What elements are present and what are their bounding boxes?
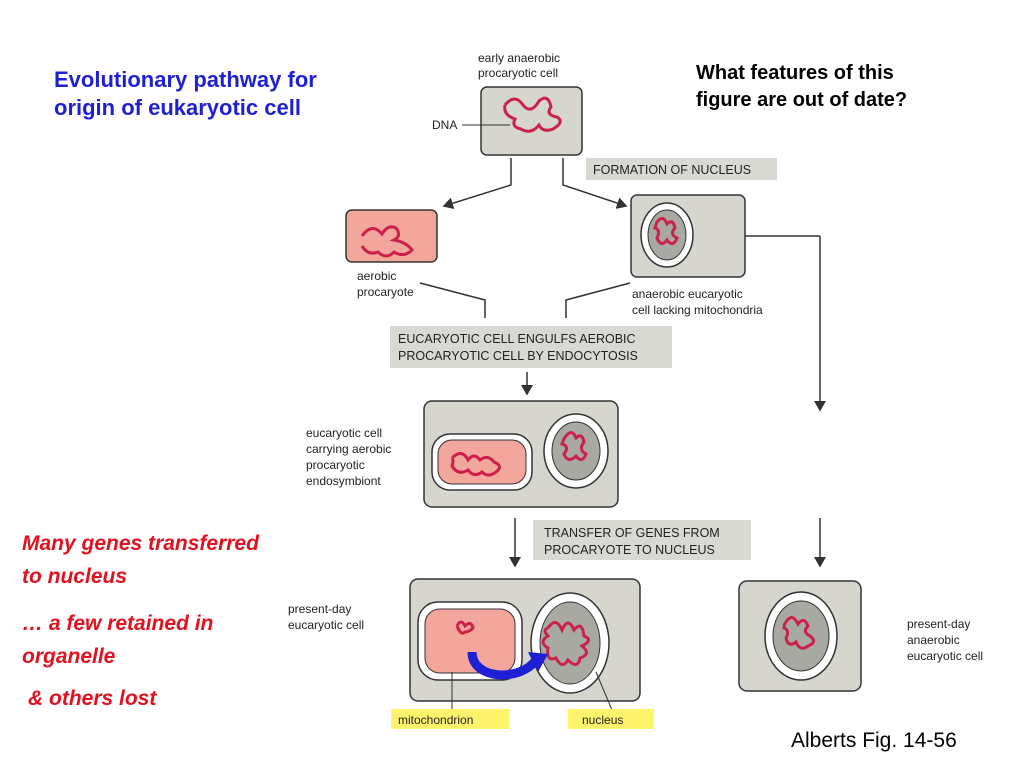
step-engulf-text-2: PROCARYOTIC CELL BY ENDOCYTOSIS — [398, 349, 638, 363]
endosymbiont-label-1: eucaryotic cell — [306, 426, 382, 440]
note-lost: & others lost — [28, 687, 157, 710]
slide-title-line2: origin of eukaryotic cell — [54, 95, 301, 120]
question-line1: What features of this — [696, 62, 894, 84]
slide-title-line1: Evolutionary pathway for — [54, 67, 317, 92]
question-line2: figure are out of date? — [696, 89, 908, 111]
note-genes-line1: Many genes transferred — [22, 532, 259, 555]
note-retained-line2: organelle — [22, 645, 116, 668]
present-nucleus-interior — [539, 601, 601, 685]
endo-nucleus-interior — [551, 421, 601, 481]
step-engulf-box — [390, 326, 672, 368]
mitochondrion-label: mitochondrion — [398, 713, 473, 727]
step-transfer-text-1: TRANSFER OF GENES FROM — [544, 526, 720, 540]
step-nucleus-text: FORMATION OF NUCLEUS — [593, 163, 751, 177]
note-genes-transferred: Many genes transferred to nucleus — [22, 527, 362, 593]
arrow-to-anaerobic — [562, 158, 628, 209]
gene-transfer-arrow-head — [528, 652, 548, 672]
endosymbiont-label-4: endosymbiont — [306, 474, 381, 488]
early-procaryote-cell — [480, 86, 583, 156]
present-anaerobic-label-3: eucaryotic cell — [907, 649, 983, 663]
nucleus-label: nucleus — [582, 713, 623, 727]
step-engulf-text-1: EUCARYOTIC CELL ENGULFS AEROBIC — [398, 332, 636, 346]
present-euk-label-1: present-day — [288, 602, 351, 616]
early-cell-label-1: early anaerobic — [478, 51, 560, 65]
nucleus-interior — [647, 209, 687, 261]
step-nucleus-box — [586, 158, 777, 180]
present-euk-label-2: eucaryotic cell — [288, 618, 364, 632]
mitochondrion-highlight — [391, 709, 509, 729]
slide-title: Evolutionary pathway for origin of eukar… — [54, 66, 414, 122]
present-anaerobic-label-2: anaerobic — [907, 633, 960, 647]
question-text: What features of this figure are out of … — [696, 60, 996, 114]
arrow-aerobic-down — [419, 282, 486, 318]
present-anaerobic-dna — [782, 616, 815, 650]
endosymbiont-label-3: procaryotic — [306, 458, 365, 472]
note-genes-line2: to nucleus — [22, 565, 128, 588]
arrow-anaerobic-down — [565, 282, 631, 318]
mitochondrial-dna — [455, 620, 475, 635]
endo-nucleus-dna — [560, 431, 588, 461]
note-retained: … a few retained in organelle — [22, 607, 302, 673]
anaerobic-dna — [653, 217, 679, 245]
dna-label: DNA — [432, 118, 457, 132]
step-transfer-text-2: PROCARYOTE TO NUCLEUS — [544, 543, 715, 557]
aerobic-label-2: procaryote — [357, 285, 414, 299]
anaerobic-label-2: cell lacking mitochondria — [632, 303, 763, 317]
aerobic-label-1: aerobic — [357, 269, 396, 283]
present-anaerobic-label-1: present-day — [907, 617, 970, 631]
endosymbiont-dna — [450, 452, 501, 477]
anaerobic-label-1: anaerobic eucaryotic — [632, 287, 743, 301]
step-transfer-box — [533, 520, 751, 560]
gene-transfer-arrow-body — [467, 651, 540, 680]
present-anaerobic-nucleus-interior — [772, 600, 830, 672]
endosymbiont-label-2: carrying aerobic — [306, 442, 391, 456]
arrow-to-aerobic — [442, 158, 512, 210]
early-cell-label-2: procaryotic cell — [478, 66, 558, 80]
note-retained-line1: … a few retained in — [22, 612, 214, 635]
citation: Alberts Fig. 14-56 — [791, 729, 957, 752]
endosymbiont-procaryote — [437, 439, 527, 485]
aerobic-procaryote-cell — [345, 209, 438, 263]
nucleus-highlight — [568, 709, 654, 729]
early-dna — [503, 96, 562, 133]
present-nucleus-dna — [541, 621, 590, 666]
aerobic-dna — [360, 225, 414, 258]
mitochondrion-inner — [424, 608, 516, 674]
nucleus-pointer — [595, 671, 613, 711]
